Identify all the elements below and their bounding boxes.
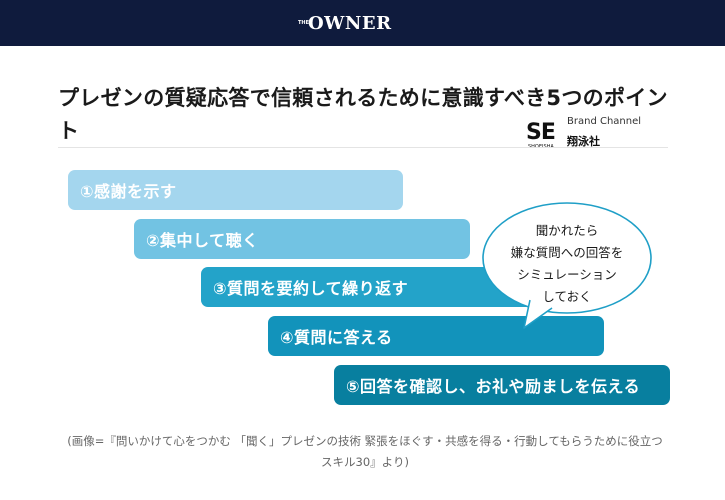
publisher-logo-mark: SE [526, 120, 556, 145]
logo-the-text: THE [298, 19, 310, 26]
step-1-bar: ①感謝を示す [68, 170, 403, 210]
speech-bubble: 聞かれたら 嫌な質問への回答を シミュレーション しておく [478, 200, 656, 332]
brand-channel-badge[interactable]: SE SHOEISHA Brand Channel 翔泳社 [526, 114, 656, 154]
speech-bubble-text: 聞かれたら 嫌な質問への回答を シミュレーション しておく [478, 220, 656, 308]
site-logo[interactable]: THE OWNER [298, 11, 392, 35]
bubble-line: しておく [542, 289, 592, 304]
bubble-line: シミュレーション [517, 267, 617, 282]
step-2-bar: ②集中して聴く [134, 219, 470, 259]
image-caption: (画像=『問いかけて心をつかむ 「聞く」プレゼンの技術 緊張をほぐす・共感を得る… [67, 434, 663, 469]
step-5-bar: ⑤回答を確認し、お礼や励ましを伝える [334, 365, 670, 405]
bubble-line: 嫌な質問への回答を [510, 245, 624, 260]
step-3-bar: ③質問を要約して繰り返す [201, 267, 537, 307]
step-4-bar: ④質問に答える [268, 316, 604, 356]
article-title: プレゼンの質疑応答で信頼されるために意識すべき5つのポイント [58, 86, 668, 143]
speech-bubble-shape [482, 202, 652, 329]
brand-channel-label: Brand Channel [567, 116, 642, 127]
title-divider [58, 147, 668, 148]
site-header: THE OWNER [0, 0, 725, 46]
bubble-line: 聞かれたら [535, 223, 599, 238]
publisher-name: 翔泳社 [567, 135, 600, 148]
logo-owner-text: OWNER [308, 12, 392, 34]
